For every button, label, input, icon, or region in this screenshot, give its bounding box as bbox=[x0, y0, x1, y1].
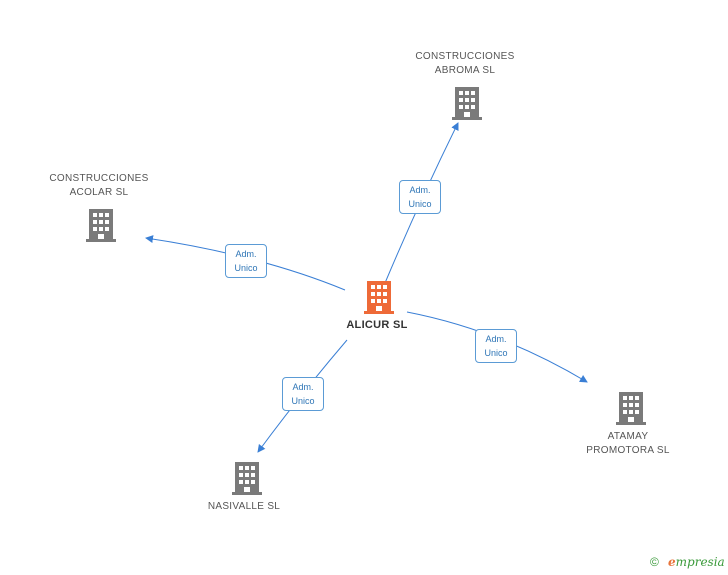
relation-label-atamay: Adm. Unico bbox=[475, 329, 517, 363]
company-label-line: CONSTRUCCIONES bbox=[415, 51, 515, 62]
relation-label-line: Unico bbox=[408, 199, 432, 209]
company-label-acolar[interactable]: CONSTRUCCIONES ACOLAR SL bbox=[39, 172, 159, 200]
center-company-name[interactable]: ALICUR SL bbox=[346, 319, 408, 331]
empresia-logo[interactable]: empresia bbox=[668, 555, 725, 569]
brand-rest: mpresia bbox=[675, 555, 725, 569]
relation-label-line: Unico bbox=[484, 348, 508, 358]
relation-label-line: Unico bbox=[291, 396, 315, 406]
company-label-line: ACOLAR SL bbox=[69, 187, 129, 198]
company-label-nasivalle[interactable]: NASIVALLE SL bbox=[184, 500, 304, 514]
company-label-atamay[interactable]: ATAMAY PROMOTORA SL bbox=[568, 430, 688, 458]
copyright-symbol: © bbox=[650, 555, 659, 569]
relation-label-acolar: Adm. Unico bbox=[225, 244, 267, 278]
relation-label-line: Adm. bbox=[292, 382, 314, 392]
company-label-line: PROMOTORA SL bbox=[586, 445, 670, 456]
building-icon-center[interactable] bbox=[363, 280, 395, 314]
building-icon-acolar[interactable] bbox=[85, 208, 117, 242]
company-label-line: CONSTRUCCIONES bbox=[49, 173, 149, 184]
relation-label-line: Adm. bbox=[409, 185, 431, 195]
building-icon-abroma[interactable] bbox=[451, 86, 483, 120]
relation-label-line: Adm. bbox=[235, 249, 257, 259]
company-label-line: ABROMA SL bbox=[434, 65, 496, 76]
company-label-line: NASIVALLE SL bbox=[207, 501, 281, 512]
relation-label-abroma: Adm. Unico bbox=[399, 180, 441, 214]
relation-label-nasivalle: Adm. Unico bbox=[282, 377, 324, 411]
relation-label-line: Adm. bbox=[485, 334, 507, 344]
company-label-line: ATAMAY bbox=[607, 431, 649, 442]
brand-first-letter: e bbox=[668, 555, 676, 569]
building-icon-atamay[interactable] bbox=[615, 391, 647, 425]
company-label-abroma[interactable]: CONSTRUCCIONES ABROMA SL bbox=[405, 50, 525, 78]
relation-label-line: Unico bbox=[234, 263, 258, 273]
building-icon-nasivalle[interactable] bbox=[231, 461, 263, 495]
